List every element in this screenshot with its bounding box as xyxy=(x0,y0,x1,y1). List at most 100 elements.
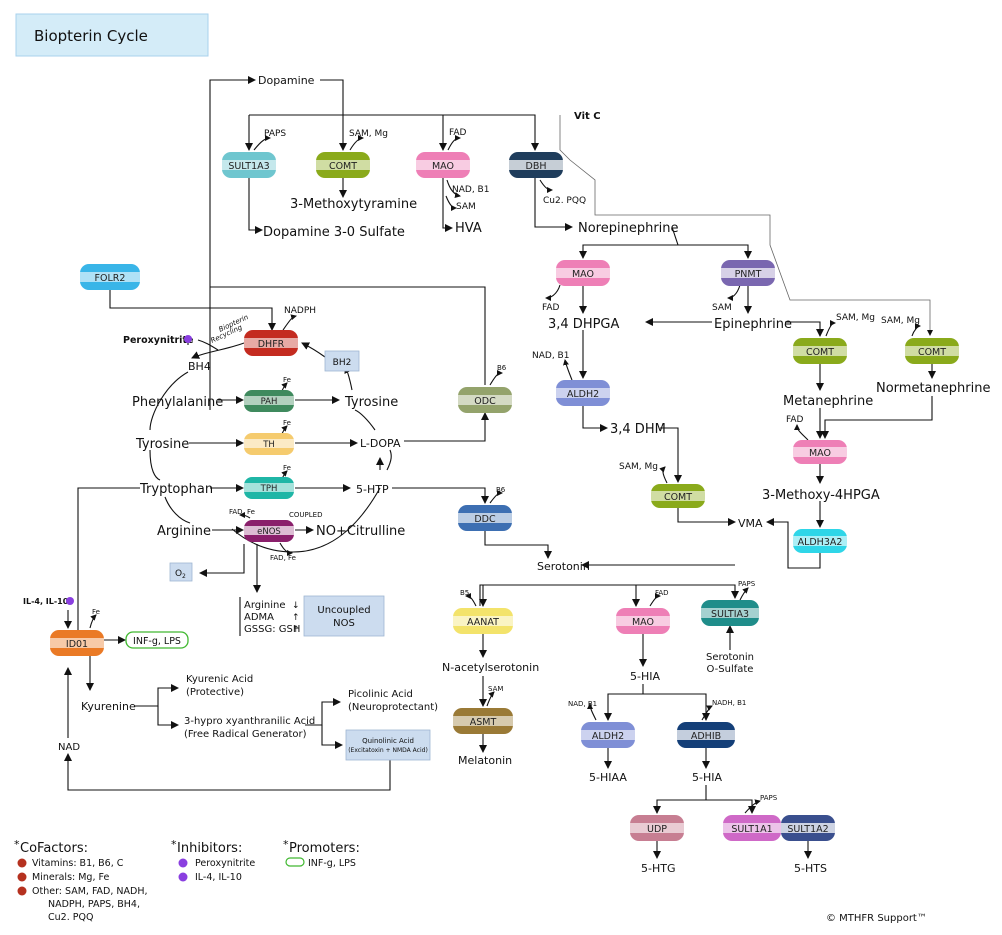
fad-cofactor-4: FAD xyxy=(655,589,669,597)
arginine-list-label: Arginine xyxy=(244,600,286,611)
recycling-link xyxy=(197,339,219,351)
hypro-to-picolinic-line xyxy=(305,698,341,726)
ddc-to-serotonin-line xyxy=(484,530,552,559)
tyrosine-right-label: Tyrosine xyxy=(344,395,398,410)
legend-peroxynitrite: Peroxynitrite xyxy=(195,858,255,869)
no-citrulline-label: NO+Citrulline xyxy=(316,524,405,539)
o2-label: O xyxy=(175,569,182,579)
enzyme-comt-dopamine: COMT xyxy=(316,152,370,178)
pathway-connectors xyxy=(64,76,936,859)
cu-pqq-cofactor: Cu2. PQQ xyxy=(543,196,586,206)
gssg-list-label: GSSG: GSH xyxy=(244,624,300,635)
enzyme-mao-norepinephrine: MAO xyxy=(556,260,610,286)
uncoupled-label: Uncoupled xyxy=(317,605,370,616)
norepinephrine-label: Norepinephrine xyxy=(578,221,679,236)
nadph-cofactor: NADPH xyxy=(284,306,316,316)
enzyme-udp: UDP xyxy=(630,815,684,841)
svg-text:UDP: UDP xyxy=(647,824,667,835)
serotonin-sulfate-label-2: O-Sulfate xyxy=(707,664,754,675)
comt-to-vma-line xyxy=(677,508,736,526)
legend-promoter-pill xyxy=(285,857,305,867)
legend-other-1: Other: SAM, FAD, NADH, xyxy=(32,886,148,897)
svg-text:AANAT: AANAT xyxy=(467,617,499,628)
fe-cofactor-3: Fe xyxy=(283,464,291,472)
nad-b1-cofactor-3: NAD, B1 xyxy=(568,700,597,708)
gssg-up-arrow: ↑ xyxy=(292,625,300,635)
o2-box xyxy=(169,562,193,582)
picolinic-sub-label: (Neuroprotectant) xyxy=(348,702,438,713)
enzyme-sultia3: SULTIA3 xyxy=(701,600,759,626)
nad-b1-cofactor-1: NAD, B1 xyxy=(452,185,489,195)
5hiaa-label: 5-HIAA xyxy=(589,771,627,784)
hypro-sub-label: (Free Radical Generator) xyxy=(184,729,307,740)
enzyme-adhib: ADHIB xyxy=(677,722,735,748)
fad-cofactor-1: FAD xyxy=(449,128,467,138)
metabolite-labels: Dopamine 3-Methoxytyramine Dopamine 3-0 … xyxy=(23,74,990,875)
uncoupled-sub-label: NOS xyxy=(333,618,355,629)
legend-vitamins: Vitamins: B1, B6, C xyxy=(32,858,124,869)
sam-mg-cofactor-2: SAM, Mg xyxy=(619,462,658,472)
dopa-to-dopamine-line xyxy=(209,76,256,410)
b5-cofactor: B5 xyxy=(460,589,469,597)
enzyme-odc: ODC xyxy=(458,387,512,413)
b6-cofactor-2: B6 xyxy=(496,486,506,494)
ldopa-label: L-DOPA xyxy=(360,437,401,450)
dopamine-sulfate-label: Dopamine 3-0 Sulfate xyxy=(263,225,405,240)
paps-cofactor-2: PAPS xyxy=(738,580,756,588)
metanephrine-label: Metanephrine xyxy=(783,394,873,409)
cofactor-labels: PAPS SAM, Mg FAD NAD, B1 SAM Cu2. PQQ Vi… xyxy=(92,111,920,802)
svg-text:FOLR2: FOLR2 xyxy=(95,273,126,284)
right-arc-line xyxy=(386,449,392,471)
peroxynitrite-label: Peroxynitrite xyxy=(123,335,193,346)
vma-label: VMA xyxy=(738,517,763,530)
enzyme-folr2: FOLR2 xyxy=(80,264,140,290)
5hia2-to-sult1a1-line xyxy=(706,799,756,814)
svg-text:ID01: ID01 xyxy=(66,639,88,650)
svg-text:TPH: TPH xyxy=(260,484,278,494)
kyurenic-acid-sub-label: (Protective) xyxy=(186,687,244,698)
nadh-b1-cofactor: NADH, B1 xyxy=(712,699,746,707)
svg-text:COMT: COMT xyxy=(329,161,357,172)
dhpga-label: 3,4 DHPGA xyxy=(548,317,620,332)
svg-text:COMT: COMT xyxy=(806,347,834,358)
fe-cofactor-2: Fe xyxy=(283,419,291,427)
sam-cofactor-1: SAM xyxy=(456,202,476,212)
ldopa-to-odc-line xyxy=(404,412,489,442)
trp-to-id01-line xyxy=(77,487,140,630)
norepi-to-pnmt-line xyxy=(678,244,752,259)
normetanephrine-label: Normetanephrine xyxy=(876,381,990,396)
adma-list-label: ADMA xyxy=(244,612,274,623)
enzyme-aldh2-dhpga: ALDH2 xyxy=(556,380,610,406)
legend-il: IL-4, IL-10 xyxy=(195,872,242,883)
serotonin-branch-line xyxy=(479,584,739,606)
fad-fe-cofactor-1: FAD, Fe xyxy=(229,508,255,516)
svg-text:PAH: PAH xyxy=(261,397,278,407)
enzyme-sult1a1: SULT1A1 xyxy=(723,815,781,841)
infg-label: INF-g, LPS xyxy=(133,636,181,647)
enzyme-aldh3a2: ALDH3A2 xyxy=(793,529,847,553)
b6-cofactor-1: B6 xyxy=(497,364,507,372)
5hia2-to-udp-line xyxy=(653,785,707,814)
svg-text:MAO: MAO xyxy=(572,269,594,280)
vitc-line xyxy=(559,115,933,336)
normetan-to-mao-line xyxy=(821,396,933,439)
enzyme-asmt: ASMT xyxy=(453,708,513,734)
title-box: Biopterin Cycle xyxy=(15,13,209,57)
svg-text:ASMT: ASMT xyxy=(470,717,497,728)
fe-cofactor-4: Fe xyxy=(92,608,100,616)
dhfr-to-bh4-line xyxy=(191,342,245,359)
bh4-label: BH4 xyxy=(188,360,211,373)
enzyme-mao-dopamine: MAO xyxy=(416,152,470,178)
svg-text:PNMT: PNMT xyxy=(735,269,762,280)
sam-mg-cofactor-4: SAM, Mg xyxy=(881,316,920,326)
kyurenine-label: Kyurenine xyxy=(81,700,136,713)
vit-c-cofactor: Vit C xyxy=(574,111,601,122)
quinolinic-sub-label: (Excitatoxin + NMDA Acid) xyxy=(348,747,428,754)
legend-peroxynitrite-dot xyxy=(178,858,188,868)
enzyme-mao-metanephrine: MAO xyxy=(793,440,847,464)
legend-star-2: * xyxy=(171,838,177,851)
5hts-label: 5-HTS xyxy=(794,862,827,875)
legend-promoter: INF-g, LPS xyxy=(308,858,356,869)
nad-b1-cofactor-2: NAD, B1 xyxy=(532,351,569,361)
